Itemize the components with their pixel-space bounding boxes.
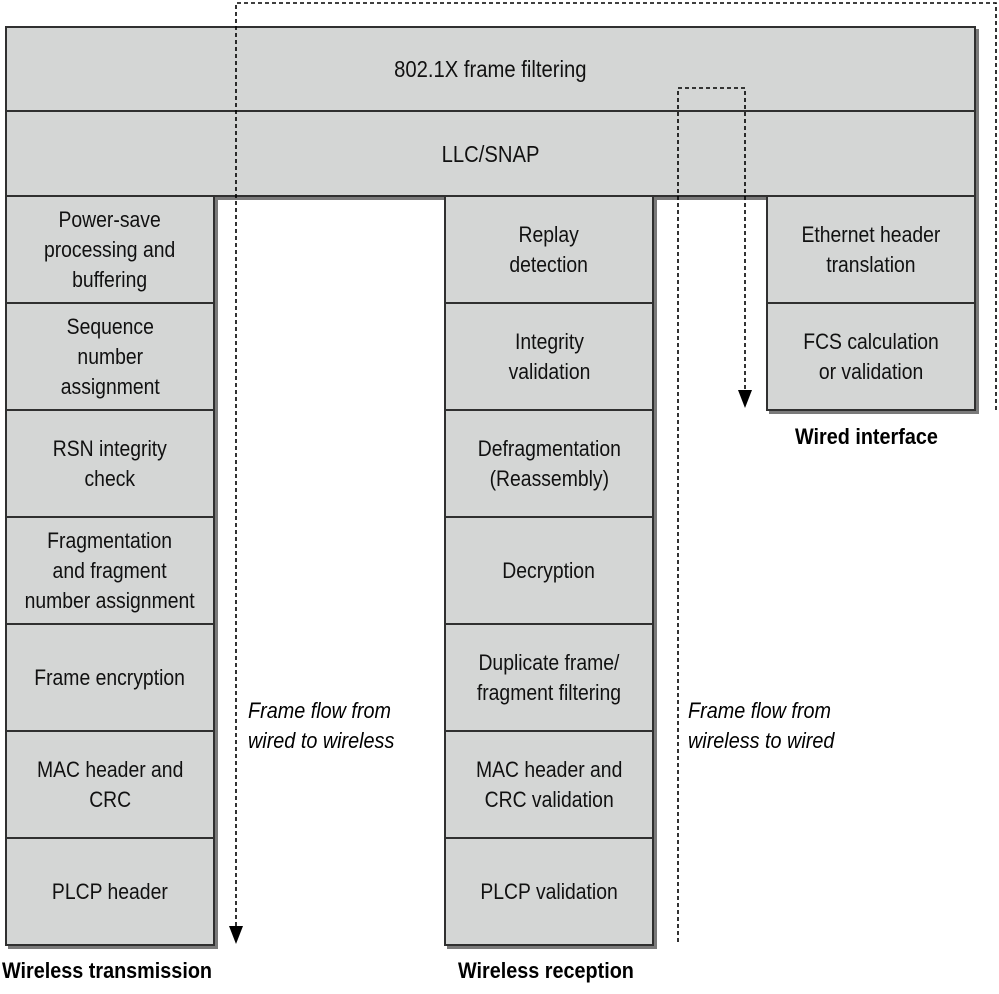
tx-step-label: Frame encryption (34, 664, 186, 690)
frame-filtering-label: 802.1X frame filtering (394, 56, 587, 82)
tx-step-label: Power-save processing and buffering (44, 206, 176, 292)
rx-plcp-validation: PLCP validation (444, 837, 654, 946)
wired-step-label: FCS calculation or validation (803, 328, 939, 384)
tx-rsn-integrity: RSN integrity check (5, 409, 215, 518)
tx-step-label: Fragmentation and fragment number assign… (24, 527, 196, 613)
wired-step-label: Ethernet header translation (801, 221, 941, 277)
rx-step-label: Integrity validation (508, 328, 590, 384)
rx-duplicate-filtering: Duplicate frame/ fragment filtering (444, 623, 654, 732)
tx-mac-header: MAC header and CRC (5, 730, 215, 839)
tx-step-label: MAC header and CRC (36, 756, 184, 812)
tx-fragmentation: Fragmentation and fragment number assign… (5, 516, 215, 625)
tx-frame-encryption: Frame encryption (5, 623, 215, 732)
wired-interface-title: Wired interface (795, 424, 938, 449)
flow-wireless-to-wired-label: Frame flow from wireless to wired (688, 698, 835, 753)
rx-step-label: MAC header and CRC validation (475, 756, 623, 812)
rx-integrity-validation: Integrity validation (444, 302, 654, 411)
rx-mac-header-validation: MAC header and CRC validation (444, 730, 654, 839)
wireless-to-wired-flow-line (677, 87, 746, 942)
llc-snap-layer: LLC/SNAP (5, 110, 976, 197)
llc-snap-label: LLC/SNAP (441, 140, 540, 167)
wired-fcs-calculation: FCS calculation or validation (766, 302, 976, 411)
rx-decryption: Decryption (444, 516, 654, 625)
rx-replay-detection: Replay detection (444, 195, 654, 304)
wireless-transmission-title: Wireless transmission (2, 958, 213, 983)
tx-step-label: PLCP header (52, 878, 168, 904)
tx-step-label: Sequence number assignment (60, 313, 160, 399)
rx-step-label: Replay detection (509, 221, 589, 277)
wired-to-wireless-arrowhead (229, 926, 243, 944)
rx-step-label: PLCP validation (480, 878, 618, 904)
wired-to-wireless-flow-line (235, 2, 997, 930)
tx-step-label: RSN integrity check (52, 435, 168, 491)
wireless-to-wired-arrowhead (738, 390, 752, 408)
tx-plcp-header: PLCP header (5, 837, 215, 946)
wireless-reception-title: Wireless reception (458, 958, 634, 983)
rx-step-label: Duplicate frame/ fragment filtering (476, 649, 622, 705)
rx-defragmentation: Defragmentation (Reassembly) (444, 409, 654, 518)
rx-step-label: Defragmentation (Reassembly) (477, 435, 621, 491)
flow-wired-to-wireless-label: Frame flow from wired to wireless (248, 698, 395, 753)
frame-filtering-layer: 802.1X frame filtering (5, 26, 976, 112)
rx-step-label: Decryption (502, 557, 596, 583)
